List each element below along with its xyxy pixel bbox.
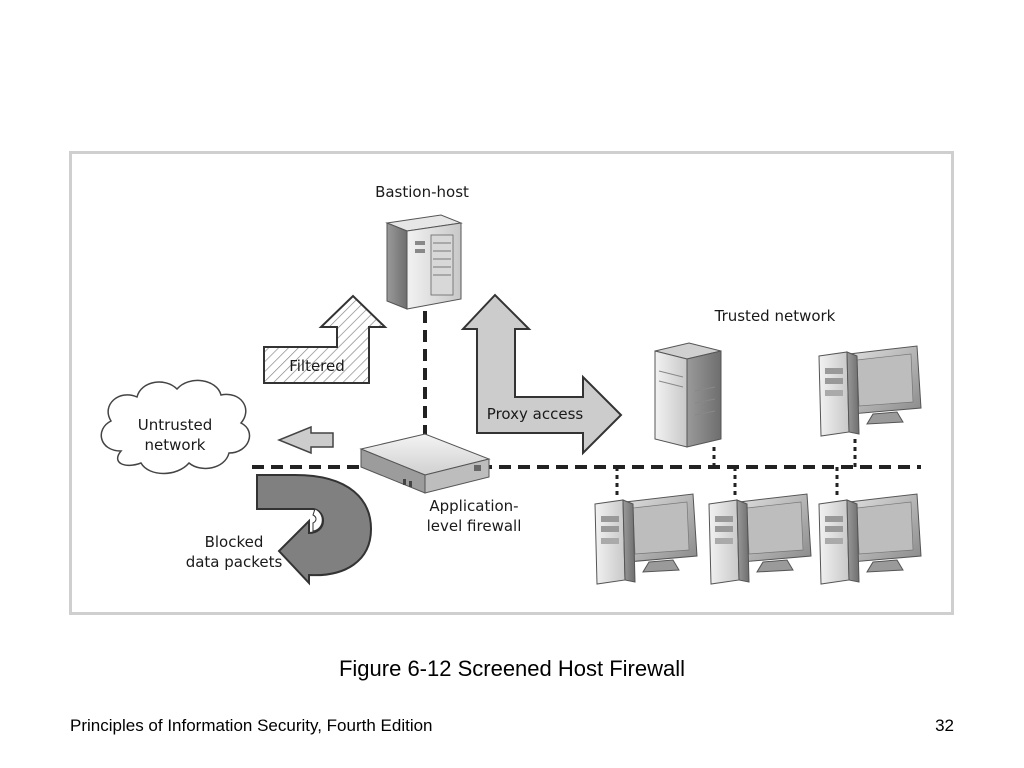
untrusted-network-label-line1: Untrusted	[138, 416, 213, 434]
workstation-2-icon	[708, 493, 812, 585]
blocked-packets-label-line2: data packets	[186, 553, 283, 571]
proxy-access-label: Proxy access	[487, 405, 584, 423]
screened-host-firewall-figure: Bastion-host Filtered Proxy access Untru…	[69, 151, 954, 615]
application-firewall-device-icon	[359, 433, 491, 494]
footer-page-number: 32	[935, 716, 954, 735]
trusted-server-icon	[654, 342, 722, 448]
network-diagram: Bastion-host Filtered Proxy access Untru…	[69, 151, 954, 615]
application-firewall-label-line1: Application-	[429, 497, 518, 515]
workstation-3-icon	[818, 493, 922, 585]
trusted-network-label: Trusted network	[714, 307, 836, 325]
application-firewall-label-line2: level firewall	[427, 517, 522, 535]
filtered-arrow	[263, 294, 388, 384]
footer-book-title: Principles of Information Security, Four…	[70, 716, 433, 735]
blocked-packets-arrow	[256, 474, 373, 586]
untrusted-network-cloud	[100, 379, 251, 475]
computer-drop-lines	[615, 436, 857, 499]
workstation-1-icon	[594, 493, 698, 585]
untrusted-network-label-line2: network	[145, 436, 206, 454]
figure-caption: Figure 6-12 Screened Host Firewall	[338, 656, 686, 681]
filtered-label: Filtered	[289, 357, 345, 375]
proxy-access-arrow	[460, 293, 623, 456]
blocked-packets-label-line1: Blocked	[205, 533, 264, 551]
bastion-host-label: Bastion-host	[375, 183, 469, 201]
trusted-workstation-icon	[818, 345, 922, 437]
outbound-arrow	[277, 425, 334, 455]
bastion-host-server-icon	[385, 214, 463, 310]
